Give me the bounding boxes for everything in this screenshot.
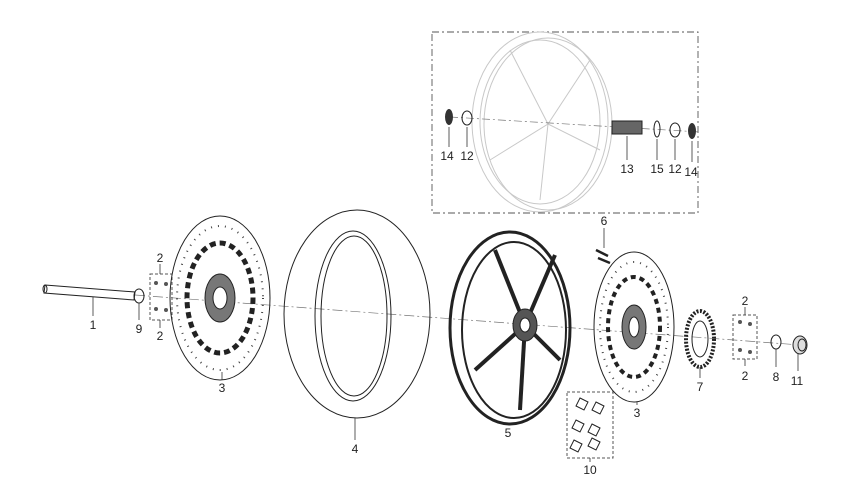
brake-disc-left: 3 bbox=[169, 215, 271, 395]
callout-4: 4 bbox=[352, 442, 359, 456]
spacer-right bbox=[770, 334, 782, 350]
callout-11: 11 bbox=[791, 374, 804, 388]
callout-6: 6 bbox=[601, 214, 608, 228]
bolts-left: 2 2 bbox=[149, 251, 173, 343]
brake-disc-right: 3 bbox=[593, 251, 675, 420]
bearing-right bbox=[669, 122, 681, 138]
callout-3a: 3 bbox=[219, 381, 226, 395]
inset-wheel-ghost bbox=[471, 31, 609, 213]
callout-12: 12 bbox=[460, 149, 474, 163]
callout-8: 8 bbox=[773, 370, 780, 384]
balance-weights: 10 bbox=[566, 391, 614, 477]
callout-5: 5 bbox=[505, 426, 512, 440]
callout-2c: 2 bbox=[742, 294, 749, 308]
callout-12b: 12 bbox=[668, 162, 682, 176]
valve: 6 bbox=[595, 214, 611, 265]
callout-13: 13 bbox=[620, 162, 634, 176]
rim: 5 bbox=[448, 230, 572, 440]
sprocket: 7 bbox=[684, 309, 716, 394]
washer bbox=[653, 120, 661, 138]
tire: 4 bbox=[283, 209, 431, 456]
callout-3b: 3 bbox=[634, 406, 641, 420]
inset-dashed-frame bbox=[431, 31, 699, 214]
seal-right bbox=[688, 123, 696, 139]
callout-14: 14 bbox=[440, 149, 454, 163]
seal-left bbox=[445, 109, 453, 125]
callout-2b: 2 bbox=[157, 329, 164, 343]
callout-9: 9 bbox=[136, 322, 143, 336]
axle-nut: 11 bbox=[791, 335, 808, 388]
callout-15: 15 bbox=[650, 162, 664, 176]
callout-1: 1 bbox=[90, 318, 97, 332]
bolts-right: 2 2 bbox=[732, 294, 758, 383]
bearing-left bbox=[461, 110, 473, 126]
axle: 1 bbox=[42, 284, 136, 332]
spacer-left bbox=[133, 288, 145, 304]
callout-2a: 2 bbox=[157, 251, 164, 265]
sleeve bbox=[611, 120, 643, 135]
callout-7: 7 bbox=[697, 380, 704, 394]
callout-2d: 2 bbox=[742, 369, 749, 383]
inset-hub-detail: 14 12 13 15 12 14 bbox=[431, 31, 701, 214]
callout-10: 10 bbox=[583, 463, 597, 477]
callout-14b: 14 bbox=[684, 165, 698, 179]
